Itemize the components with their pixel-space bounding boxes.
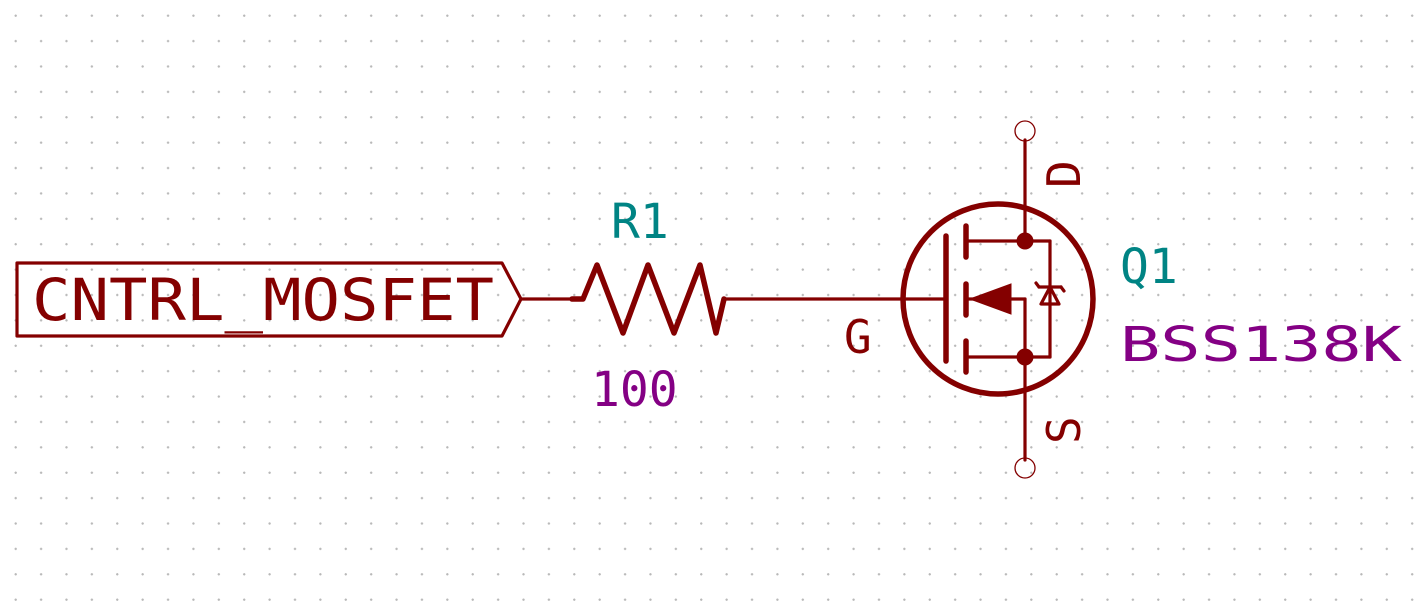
net-label-cntrl-mosfet[interactable]: CNTRL_MOSFET: [15, 261, 523, 338]
resistor-value: 100: [591, 362, 678, 418]
source-pin-endpoint[interactable]: [1014, 457, 1036, 479]
resistor-zigzag: [569, 262, 727, 336]
mosfet-q1[interactable]: G D S Q1 BSS138K: [844, 120, 1402, 479]
gate-pin-label: G: [844, 310, 872, 364]
source-pin-label: S: [1037, 416, 1091, 444]
drain-pin-endpoint[interactable]: [1014, 120, 1036, 142]
net-label-outline: [15, 261, 523, 338]
resistor-reference: R1: [611, 194, 669, 250]
body-diode-bar-tip-right: [1059, 285, 1066, 293]
body-arrow: [968, 283, 1012, 315]
mosfet-value: BSS138K: [1120, 317, 1402, 373]
body-diode-bar-tip-left: [1034, 281, 1041, 289]
mosfet-reference: Q1: [1120, 239, 1178, 295]
net-label-text: CNTRL_MOSFET: [32, 266, 494, 334]
drain-pin-label: D: [1037, 160, 1091, 188]
body-diode-triangle: [1039, 285, 1061, 306]
resistor-r1[interactable]: R1 100: [569, 194, 727, 418]
